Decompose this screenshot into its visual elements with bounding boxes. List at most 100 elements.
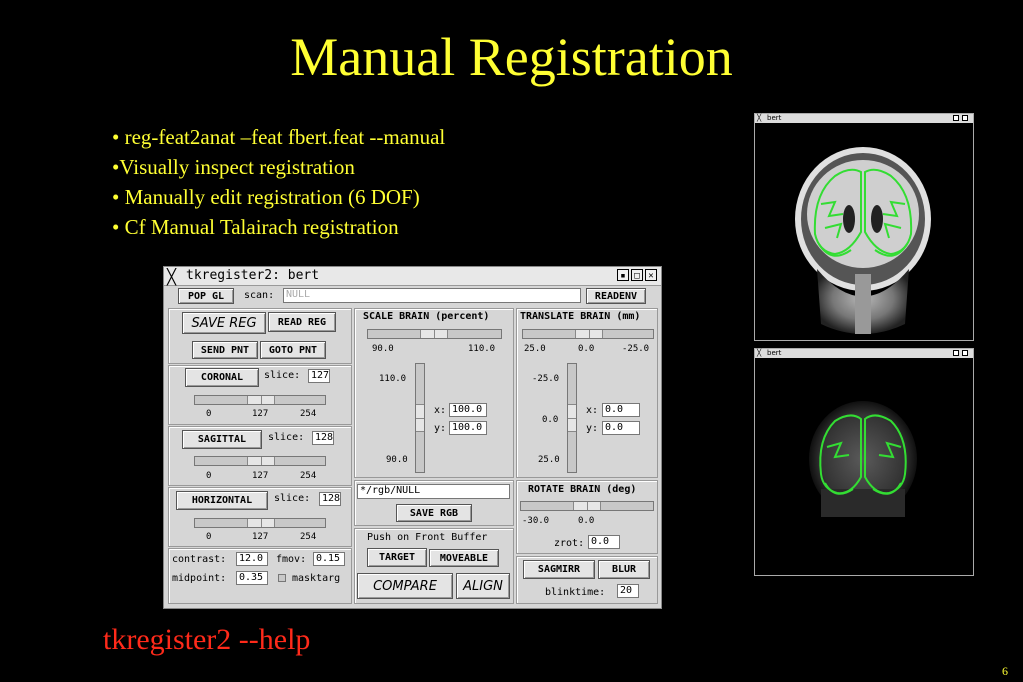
- horizontal-button[interactable]: HORIZONTAL: [176, 491, 268, 510]
- slider-knob[interactable]: [575, 330, 603, 338]
- slider-tick: 127: [252, 471, 269, 481]
- slider-tick: 0.0: [578, 516, 595, 526]
- translate-y-input[interactable]: 0.0: [602, 421, 640, 435]
- slider-tick: 254: [300, 409, 317, 419]
- slider-knob[interactable]: [416, 404, 424, 432]
- coronal-slice-input[interactable]: 127: [308, 369, 330, 383]
- minimize-icon[interactable]: [953, 350, 959, 356]
- slider-knob[interactable]: [247, 457, 275, 465]
- coronal-brain-image: [795, 147, 931, 334]
- contrast-input[interactable]: 12.0: [236, 552, 268, 566]
- midpoint-input[interactable]: 0.35: [236, 571, 268, 585]
- functional-brain-image: [809, 401, 917, 517]
- translate-x-label: x:: [586, 405, 599, 416]
- rgb-path-input[interactable]: */rgb/NULL: [357, 484, 510, 499]
- window-titlebar[interactable]: ╳ tkregister2: bert ▪ □ ✕: [164, 267, 661, 286]
- bullet-item: •Visually inspect registration: [112, 155, 355, 179]
- scale-v-slider[interactable]: [415, 363, 425, 473]
- bullet-item: • reg-feat2anat –feat fbert.feat --manua…: [112, 125, 446, 149]
- blur-button[interactable]: BLUR: [598, 560, 650, 579]
- scan-label: scan:: [244, 290, 275, 301]
- slider-tick: 254: [300, 532, 317, 542]
- slide-title: Manual Registration: [290, 27, 733, 87]
- slider-tick: 0: [206, 532, 212, 542]
- slice-label: slice:: [274, 493, 311, 504]
- zrot-input[interactable]: 0.0: [588, 535, 620, 549]
- slider-tick: 110.0: [468, 344, 496, 354]
- slider-knob[interactable]: [573, 502, 601, 510]
- slider-knob[interactable]: [420, 330, 448, 338]
- align-button[interactable]: ALIGN: [456, 573, 510, 599]
- scale-y-input[interactable]: 100.0: [449, 421, 487, 435]
- close-icon[interactable]: [962, 350, 968, 356]
- masktarg-label: masktarg: [292, 573, 341, 584]
- page-number: 6: [1002, 664, 1008, 678]
- target-button[interactable]: TARGET: [367, 548, 427, 567]
- send-pnt-button[interactable]: SEND PNT: [192, 341, 258, 359]
- sagittal-button[interactable]: SAGITTAL: [182, 430, 262, 449]
- slider-knob[interactable]: [247, 519, 275, 527]
- midpoint-label: midpoint:: [172, 573, 227, 584]
- pop-gl-button[interactable]: POP GL: [178, 288, 234, 304]
- scale-brain-panel: [354, 308, 514, 478]
- x-logo-icon: ╳: [757, 349, 762, 357]
- save-rgb-button[interactable]: SAVE RGB: [396, 504, 472, 522]
- close-icon[interactable]: ✕: [645, 269, 657, 281]
- translate-x-input[interactable]: 0.0: [602, 403, 640, 417]
- scale-h-slider[interactable]: [367, 329, 502, 339]
- readenv-button[interactable]: READENV: [586, 288, 646, 304]
- scale-x-label: x:: [434, 405, 447, 416]
- minimize-icon[interactable]: [953, 115, 959, 121]
- moveable-button[interactable]: MOVEABLE: [429, 549, 499, 567]
- masktarg-checkbox[interactable]: [278, 574, 286, 582]
- save-reg-button[interactable]: SAVE REG: [182, 312, 266, 334]
- bert-titlebar[interactable]: ╳ bert: [755, 349, 973, 358]
- contrast-panel: [168, 548, 352, 604]
- horizontal-slice-slider[interactable]: [194, 518, 326, 528]
- read-reg-button[interactable]: READ REG: [268, 312, 336, 332]
- slider-tick: -25.0: [622, 344, 650, 354]
- close-icon[interactable]: [962, 115, 968, 121]
- bullet-item: • Cf Manual Talairach registration: [112, 215, 399, 239]
- slider-tick: 254: [300, 471, 317, 481]
- sagittal-slice-input[interactable]: 128: [312, 431, 334, 445]
- fmov-input[interactable]: 0.15: [313, 552, 345, 566]
- horizontal-slice-input[interactable]: 128: [319, 492, 341, 506]
- blinktime-input[interactable]: 20: [617, 584, 639, 598]
- slider-tick: 90.0: [372, 344, 394, 354]
- slider-tick: 25.0: [538, 455, 560, 465]
- scale-y-label: y:: [434, 423, 447, 434]
- slice-label: slice:: [268, 432, 305, 443]
- scale-x-input[interactable]: 100.0: [449, 403, 487, 417]
- slider-tick: 110.0: [379, 374, 407, 384]
- coronal-slice-slider[interactable]: [194, 395, 326, 405]
- scan-input[interactable]: NULL: [283, 288, 581, 303]
- coronal-button[interactable]: CORONAL: [185, 368, 259, 387]
- rgb-panel: [354, 480, 514, 526]
- sagmirr-button[interactable]: SAGMIRR: [523, 560, 595, 579]
- fmov-label: fmov:: [276, 554, 307, 565]
- translate-v-slider[interactable]: [567, 363, 577, 473]
- translate-h-slider[interactable]: [522, 329, 654, 339]
- sagittal-slice-slider[interactable]: [194, 456, 326, 466]
- slider-tick: 127: [252, 409, 269, 419]
- bert-titlebar[interactable]: ╳ bert: [755, 114, 973, 123]
- coronal-panel: [168, 365, 352, 425]
- slider-tick: 127: [252, 532, 269, 542]
- compare-panel: [354, 528, 514, 604]
- goto-pnt-button[interactable]: GOTO PNT: [260, 341, 326, 359]
- minimize-icon[interactable]: ▪: [617, 269, 629, 281]
- sagittal-panel: [168, 426, 352, 486]
- compare-button[interactable]: COMPARE: [357, 573, 453, 599]
- bert-window-coronal: ╳ bert: [754, 113, 974, 341]
- translate-y-label: y:: [586, 423, 599, 434]
- bullet-list: • reg-feat2anat –feat fbert.feat --manua…: [112, 122, 445, 242]
- slider-knob[interactable]: [247, 396, 275, 404]
- rotate-slider[interactable]: [520, 501, 654, 511]
- slider-tick: 25.0: [524, 344, 546, 354]
- maximize-icon[interactable]: □: [631, 269, 643, 281]
- translate-brain-heading: TRANSLATE BRAIN (mm): [520, 311, 641, 322]
- scale-brain-heading: SCALE BRAIN (percent): [363, 311, 490, 322]
- horizontal-panel: [168, 487, 352, 547]
- slider-knob[interactable]: [568, 404, 576, 432]
